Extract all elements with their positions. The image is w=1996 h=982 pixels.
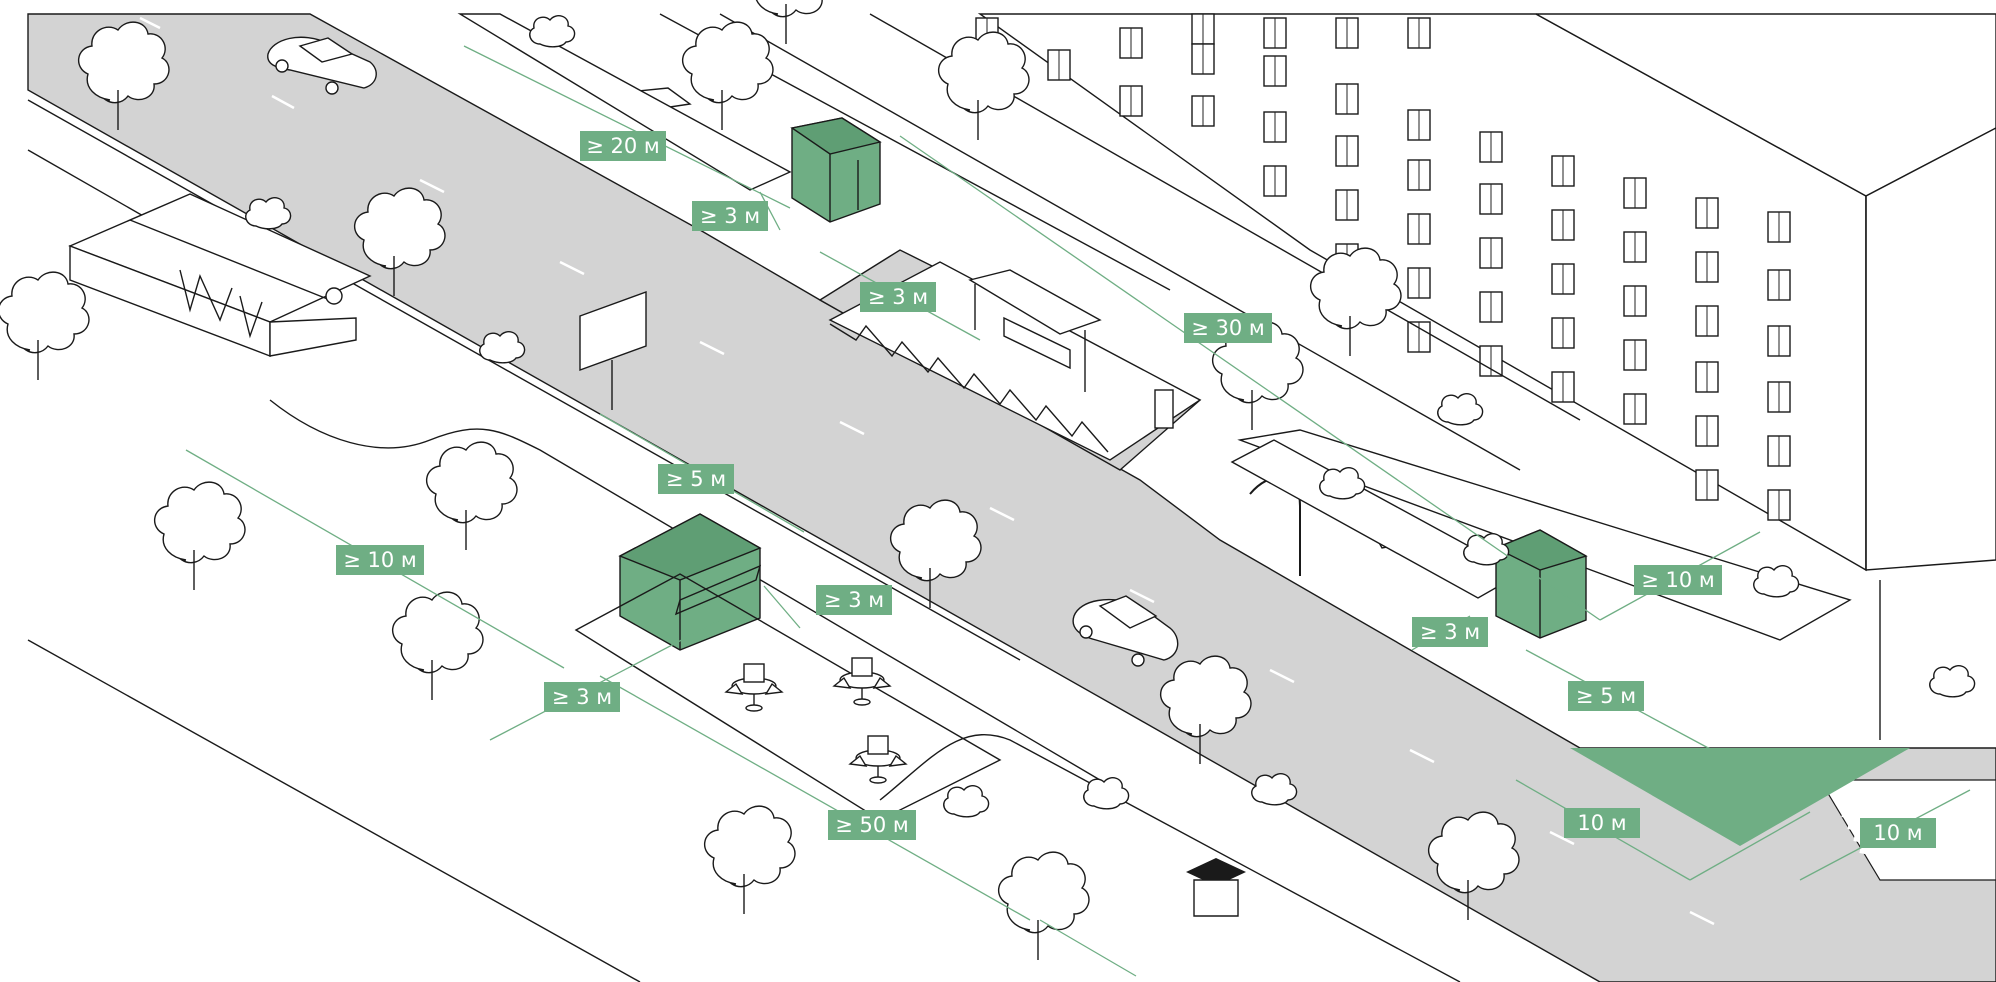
label-10: ≥ 3 м <box>1412 617 1488 647</box>
kiosk-top <box>792 118 880 222</box>
svg-text:≥ 5 м: ≥ 5 м <box>1576 684 1636 708</box>
small-pavilion <box>1186 858 1246 916</box>
label-5: ≥ 5 м <box>658 464 734 494</box>
svg-text:≥ 3 м: ≥ 3 м <box>700 204 760 228</box>
label-3: ≥ 3 м <box>860 282 936 312</box>
svg-text:≥ 20 м: ≥ 20 м <box>586 134 660 158</box>
svg-text:≥ 3 м: ≥ 3 м <box>824 588 884 612</box>
label-7: ≥ 3 м <box>816 585 892 615</box>
cafe-table <box>726 664 782 711</box>
label-12: ≥ 5 м <box>1568 681 1644 711</box>
label-14: 10 м <box>1860 818 1936 848</box>
svg-text:≥ 3 м: ≥ 3 м <box>868 285 928 309</box>
svg-text:≥ 50 м: ≥ 50 м <box>835 813 909 837</box>
svg-text:≥ 30 м: ≥ 30 м <box>1191 316 1265 340</box>
svg-text:≥ 10 м: ≥ 10 м <box>343 548 417 572</box>
cafe-table <box>834 658 890 705</box>
label-11: ≥ 10 м <box>1634 565 1722 595</box>
label-13: 10 м <box>1564 808 1640 838</box>
svg-text:≥ 3 м: ≥ 3 м <box>1420 620 1480 644</box>
cafe-table <box>850 736 906 783</box>
svg-text:≥ 10 м: ≥ 10 м <box>1641 568 1715 592</box>
svg-text:10 м: 10 м <box>1873 821 1922 845</box>
label-1: ≥ 20 м <box>580 131 666 161</box>
kiosk-left <box>620 514 760 650</box>
label-6: ≥ 10 м <box>336 545 424 575</box>
label-4: ≥ 30 м <box>1184 313 1272 343</box>
svg-text:10 м: 10 м <box>1577 811 1626 835</box>
label-2: ≥ 3 м <box>692 201 768 231</box>
svg-text:≥ 5 м: ≥ 5 м <box>666 467 726 491</box>
label-8: ≥ 3 м <box>544 682 620 712</box>
svg-text:≥ 3 м: ≥ 3 м <box>552 685 612 709</box>
label-9: ≥ 50 м <box>828 810 916 840</box>
info-stand <box>1155 390 1173 428</box>
